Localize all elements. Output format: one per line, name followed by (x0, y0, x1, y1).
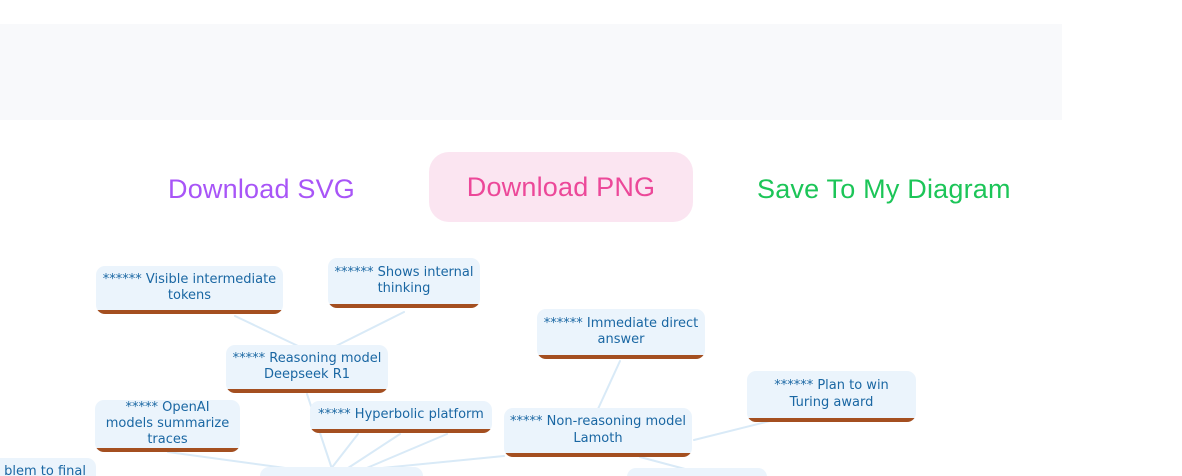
mindmap-node-label: ****** Visible intermediate tokens (102, 271, 277, 303)
mindmap-node-plan-to-win-turing-award[interactable]: ****** Plan to win Turing award (747, 371, 916, 422)
download-png-label: Download PNG (466, 171, 656, 202)
mindmap-node-label: ***** Non-reasoning model Lamoth (510, 414, 686, 446)
header-band (0, 24, 1062, 120)
mindmap-node-shows-internal-thinking[interactable]: ****** Shows internal thinking (328, 258, 480, 308)
mindmap-node-label: ****** Immediate direct answer (543, 315, 699, 347)
mindmap-node-visible-intermediate-tokens[interactable]: ****** Visible intermediate tokens (96, 266, 283, 314)
mindmap-node-label: ***** Reasoning model Deepseek R1 (232, 350, 382, 382)
mindmap-node-root-node-partial[interactable] (260, 467, 423, 476)
mindmap-node-label: blem to final (4, 464, 86, 476)
download-png-button[interactable]: Download PNG (429, 152, 693, 222)
mindmap-node-problem-to-final[interactable]: blem to final (0, 458, 96, 476)
save-to-my-diagram-button[interactable]: Save To My Diagram (757, 174, 1011, 204)
mindmap-node-bottom-right-partial[interactable] (627, 468, 767, 476)
mindmap-node-hyperbolic-platform[interactable]: ***** Hyperbolic platform (310, 401, 492, 433)
mindmap-node-label: ****** Plan to win Turing award (774, 378, 889, 410)
download-svg-button[interactable]: Download SVG (168, 174, 355, 204)
mindmap-node-non-reasoning-model-lamoth[interactable]: ***** Non-reasoning model Lamoth (504, 408, 692, 457)
mindmap-node-label: ****** Shows internal thinking (334, 264, 474, 296)
mindmap-node-label: ***** OpenAI models summarize traces (105, 400, 230, 448)
mindmap-node-label: ***** Hyperbolic platform (318, 406, 484, 422)
mindmap-node-immediate-direct-answer[interactable]: ****** Immediate direct answer (537, 309, 705, 359)
mindmap-node-openai-models-summarize-traces[interactable]: ***** OpenAI models summarize traces (95, 400, 240, 452)
mindmap-node-reasoning-model-deepseek-r1[interactable]: ***** Reasoning model Deepseek R1 (226, 345, 388, 393)
